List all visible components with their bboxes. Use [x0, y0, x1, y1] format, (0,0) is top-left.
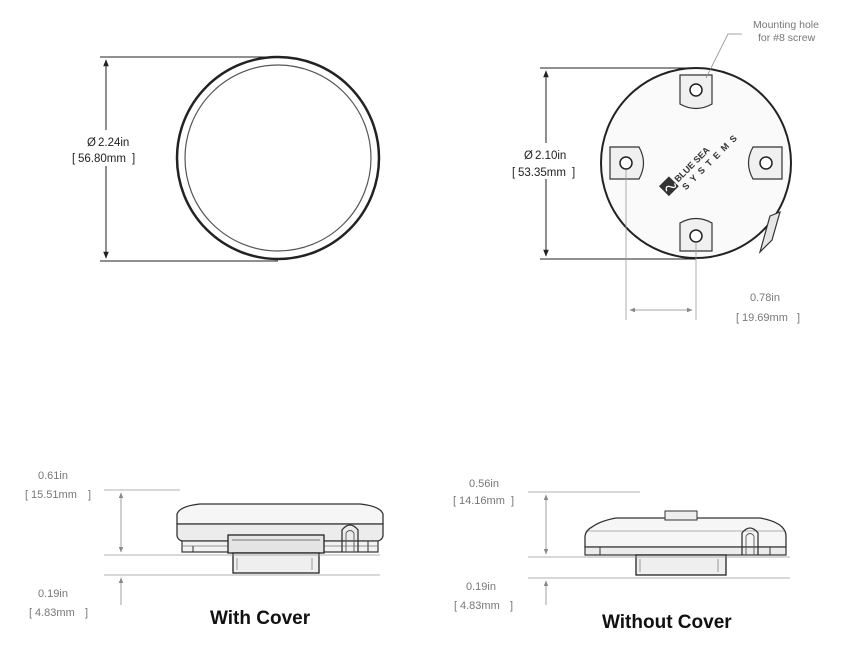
diameter-inches: 2.24in: [98, 137, 129, 149]
side-view-with-cover: 0.61in [ 15.51mm ] 0.19in [ 4.83mm ] Wit…: [25, 470, 384, 629]
plug-body: [232, 552, 320, 574]
bracket-close: ]: [88, 489, 91, 501]
mounting-hole-top: [679, 74, 713, 110]
bracket-close: ]: [797, 312, 800, 324]
mounting-hole-left: [609, 146, 645, 180]
side-tab: [758, 210, 781, 255]
side-view-without-cover: 0.56in [ 14.16mm ] 0.19in [ 4.83mm ] Wit…: [453, 478, 790, 633]
mounting-hole-right: [747, 146, 783, 180]
offset-inches: 0.78in: [750, 292, 780, 304]
bracket-open: [: [25, 489, 28, 501]
base-inches: 0.19in: [38, 588, 68, 600]
cover-dome: [176, 503, 384, 525]
diameter-mm: 53.35mm: [518, 167, 566, 179]
callout-text-line1: Mounting hole: [753, 19, 819, 31]
plug-body: [635, 554, 727, 576]
caption-with-cover: With Cover: [210, 608, 311, 629]
height-mm: 14.16mm: [459, 495, 505, 507]
height-mm: 15.51mm: [31, 489, 77, 501]
bracket-open: [: [512, 167, 516, 179]
connector-block: [227, 534, 325, 554]
latch: [741, 527, 759, 555]
callout-leader: [705, 33, 742, 79]
base-rim: [584, 546, 787, 556]
base-mm: 4.83mm: [35, 607, 75, 619]
bracket-close: ]: [510, 600, 513, 612]
top-view-without-cover: Ø 2.10in [ 53.35mm ] BLUE SEA: [512, 19, 819, 324]
base-mm: 4.83mm: [460, 600, 500, 612]
base-top: [584, 517, 787, 548]
bracket-open: [: [72, 153, 76, 165]
callout-text-line2: for #8 screw: [758, 32, 816, 44]
bracket-open: [: [454, 600, 457, 612]
offset-mm: 19.69mm: [742, 312, 788, 324]
bracket-open: [: [453, 495, 456, 507]
bracket-open: [: [29, 607, 32, 619]
cover-inner-ring: [184, 64, 372, 252]
latch: [341, 524, 359, 552]
mounting-hole-bottom: [679, 217, 713, 252]
bracket-close: ]: [572, 167, 575, 179]
dim-label-bg: [512, 143, 580, 179]
mounting-boss: [664, 510, 698, 521]
diameter-mm: 56.80mm: [78, 153, 126, 165]
dim-label-bg: [72, 130, 140, 166]
cover-outer-ring: [175, 55, 381, 261]
height-inches: 0.61in: [38, 470, 68, 482]
bracket-close: ]: [85, 607, 88, 619]
caption-without-cover: Without Cover: [602, 612, 732, 633]
bracket-close: ]: [511, 495, 514, 507]
diameter-symbol: Ø: [87, 137, 96, 149]
height-inches: 0.56in: [469, 478, 499, 490]
top-view-with-cover: Ø 2.24in [ 56.80mm ]: [72, 55, 381, 262]
bracket-close: ]: [132, 153, 135, 165]
base-inches: 0.19in: [466, 581, 496, 593]
diameter-inches: 2.10in: [535, 150, 566, 162]
bracket-open: [: [736, 312, 739, 324]
diameter-symbol: Ø: [524, 150, 533, 162]
